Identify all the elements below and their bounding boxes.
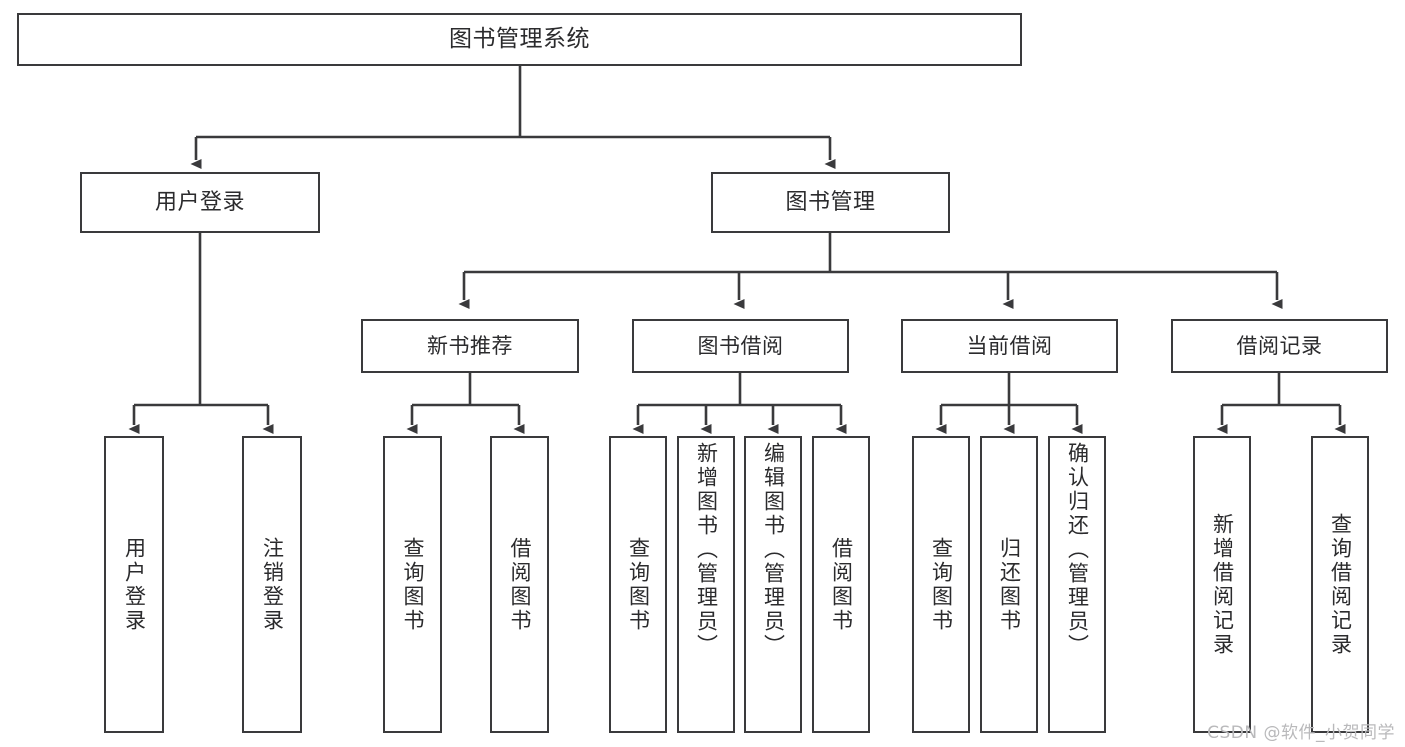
node-label: 图书管理系统 (449, 26, 590, 53)
node-label: 用户登录 (154, 189, 245, 215)
node-new-book-recommend[interactable]: 新书推荐 (361, 319, 579, 373)
node-leaf-query-book-2[interactable]: 查询图书 (609, 436, 667, 733)
node-root-system[interactable]: 图书管理系统 (17, 13, 1022, 66)
node-leaf-confirm-return[interactable]: 确认归还（管理员） (1048, 436, 1106, 733)
node-book-manage[interactable]: 图书管理 (711, 172, 950, 233)
node-label: 确认归还（管理员） (1065, 442, 1090, 658)
node-label: 查询图书 (401, 536, 425, 633)
node-borrow-record[interactable]: 借阅记录 (1171, 319, 1388, 373)
node-leaf-logout-login[interactable]: 注销登录 (242, 436, 302, 733)
node-leaf-add-record[interactable]: 新增借阅记录 (1193, 436, 1251, 733)
node-label: 新书推荐 (427, 333, 513, 358)
node-label: 当前借阅 (966, 333, 1053, 358)
node-leaf-query-record[interactable]: 查询借阅记录 (1311, 436, 1369, 733)
node-user-login[interactable]: 用户登录 (80, 172, 320, 233)
node-label: 归还图书 (997, 536, 1022, 633)
node-label: 新增借阅记录 (1210, 512, 1235, 657)
node-leaf-borrow-book-2[interactable]: 借阅图书 (812, 436, 870, 733)
node-leaf-add-book[interactable]: 新增图书（管理员） (677, 436, 735, 733)
node-label: 新增图书（管理员） (694, 442, 719, 658)
node-label: 借阅记录 (1236, 333, 1323, 358)
watermark-text: CSDN @软件_小贺同学 (1207, 723, 1395, 743)
node-label: 查询图书 (929, 536, 954, 633)
node-label: 用户登录 (122, 536, 147, 633)
node-leaf-query-book-3[interactable]: 查询图书 (912, 436, 970, 733)
node-label: 图书借阅 (697, 333, 784, 358)
node-label: 借阅图书 (508, 536, 532, 633)
node-label: 图书管理 (785, 189, 876, 215)
node-leaf-borrow-book-1[interactable]: 借阅图书 (490, 436, 549, 733)
node-leaf-user-login[interactable]: 用户登录 (104, 436, 164, 733)
node-leaf-query-book-1[interactable]: 查询图书 (383, 436, 442, 733)
node-label: 借阅图书 (829, 536, 854, 633)
node-current-borrow[interactable]: 当前借阅 (901, 319, 1118, 373)
node-leaf-return-book[interactable]: 归还图书 (980, 436, 1038, 733)
node-leaf-edit-book[interactable]: 编辑图书（管理员） (744, 436, 802, 733)
node-label: 查询图书 (626, 536, 651, 633)
node-label: 查询借阅记录 (1328, 512, 1353, 657)
node-label: 编辑图书（管理员） (761, 442, 786, 658)
node-book-borrow[interactable]: 图书借阅 (632, 319, 849, 373)
node-label: 注销登录 (260, 536, 285, 633)
